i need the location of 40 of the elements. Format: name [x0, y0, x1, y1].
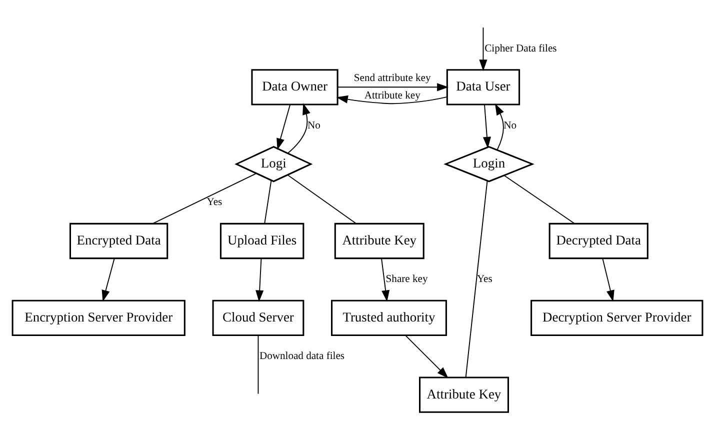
- arrow: [405, 334, 448, 378]
- edge-label: Share key: [386, 274, 428, 285]
- arrow: [338, 82, 449, 91]
- node-box: Trusted authority: [331, 299, 447, 336]
- arrow: [494, 103, 504, 150]
- edge-label: Yes: [206, 196, 222, 208]
- edge-label: No: [308, 120, 320, 131]
- connector: [152, 172, 257, 224]
- node-box: Attribute Key: [419, 376, 509, 412]
- node-box: Encrypted Data: [69, 222, 168, 259]
- edge-label: Send attribute key: [354, 72, 431, 84]
- connector: [504, 174, 576, 224]
- edge-label: Cipher Data files: [484, 42, 557, 54]
- arrow: [602, 258, 614, 302]
- node-box: Upload Files: [220, 222, 304, 259]
- arrow: [287, 102, 310, 154]
- arrow: [479, 26, 488, 71]
- arrow: [276, 104, 291, 150]
- node-box: Data User: [446, 68, 520, 105]
- connector: [465, 180, 488, 378]
- node-box: Decryption Server Provider: [530, 299, 704, 336]
- node-diamond: Login: [444, 145, 534, 182]
- node-box: Decrypted Data: [548, 222, 648, 259]
- arrow: [102, 258, 115, 302]
- edge-label: Download data files: [259, 350, 344, 362]
- arrow: [256, 258, 264, 302]
- edge-label: No: [504, 120, 517, 131]
- connector: [258, 334, 259, 394]
- node-box: Encryption Server Provider: [12, 299, 186, 336]
- arrow: [336, 94, 448, 104]
- edge-label: Attribute key: [364, 90, 420, 101]
- arrow: [381, 258, 390, 302]
- node-box: Attribute Key: [334, 222, 424, 259]
- node-diamond: Logi: [234, 145, 313, 182]
- connector: [264, 180, 272, 224]
- node-box: Data Owner: [251, 68, 338, 105]
- arrow: [482, 104, 492, 148]
- connector: [287, 174, 357, 224]
- node-box: Cloud Server: [212, 299, 304, 336]
- edge-label: Yes: [476, 274, 492, 285]
